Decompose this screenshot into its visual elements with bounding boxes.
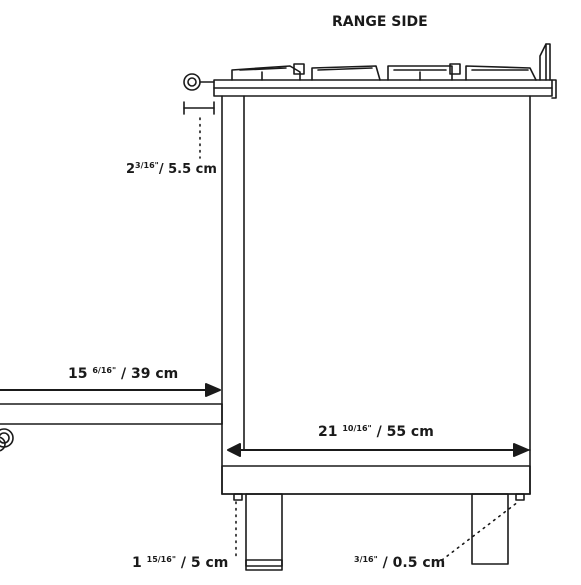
dim-body-depth-fraction: 10/16" bbox=[342, 424, 372, 433]
dim-foot-left-whole: 1 bbox=[132, 555, 142, 571]
dim-depth-total-fraction: 6/16" bbox=[92, 366, 117, 375]
dim-foot-left-metric: / 5 cm bbox=[175, 555, 229, 571]
cooktop bbox=[183, 43, 557, 99]
dim-foot-right-metric: / 0.5 cm bbox=[377, 555, 446, 571]
dim-foot-right-fraction: 3/16" bbox=[354, 555, 378, 564]
dim-depth-total-metric: / 39 cm bbox=[116, 366, 179, 382]
dim-depth-total-whole: 15 bbox=[68, 366, 88, 382]
dim-gap-top-metric: / 5.5 cm bbox=[158, 162, 217, 177]
dim-gap-top-fraction: 3/16" bbox=[135, 161, 159, 170]
diagram-title: RANGE SIDE bbox=[332, 14, 428, 30]
dim-body-depth-metric: / 55 cm bbox=[371, 424, 434, 440]
dim-foot-left-fraction: 15/16" bbox=[146, 555, 176, 564]
dim-foot-right-label: 3/16" / 0.5 cm bbox=[354, 555, 445, 571]
dim-foot-left-label: 1 15/16" / 5 cm bbox=[132, 555, 228, 571]
dim-depth-total-label: 15 6/16" / 39 cm bbox=[68, 366, 178, 382]
feet bbox=[233, 493, 525, 571]
dim-gap-top-label: 23/16"/ 5.5 cm bbox=[126, 161, 217, 177]
dim-body-depth-label: 21 10/16" / 55 cm bbox=[318, 424, 434, 440]
dim-gap-top bbox=[183, 101, 215, 159]
dim-feet-leaders bbox=[235, 501, 519, 561]
dim-body-depth-whole: 21 bbox=[318, 424, 338, 440]
dim-gap-top-whole: 2 bbox=[126, 162, 136, 177]
side-rail bbox=[0, 403, 223, 452]
dim-arrows bbox=[0, 383, 529, 457]
